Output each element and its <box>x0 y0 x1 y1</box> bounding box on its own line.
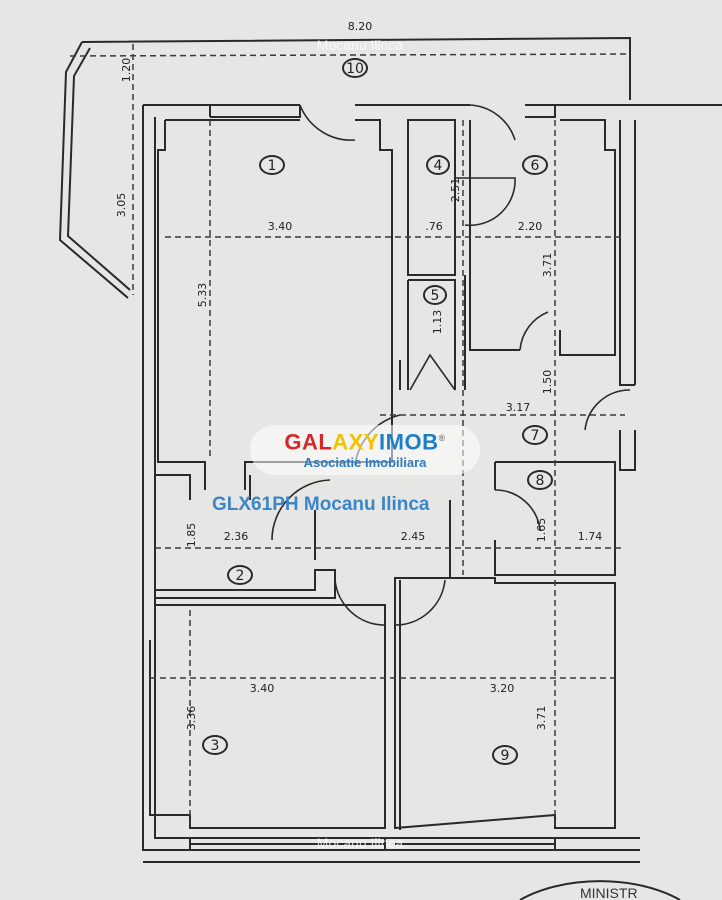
dim-label: 1.20 <box>120 58 133 83</box>
room-2-label: 2 <box>236 568 245 584</box>
dim-label: 3.05 <box>115 193 128 218</box>
balcony-outline <box>58 36 631 299</box>
logo-part: IMOB <box>379 429 439 455</box>
dimension-labels: 8.20 1.20 3.05 3.40 5.33 .76 2.51 1.13 2… <box>115 20 602 730</box>
dim-label: 3.40 <box>250 682 275 695</box>
window <box>189 105 556 850</box>
room-4-label: 4 <box>434 158 443 174</box>
dim-label: .76 <box>425 220 443 233</box>
room-2-walls <box>155 474 336 599</box>
dim-label: 3.20 <box>490 682 515 695</box>
dim-label: 3.71 <box>535 706 548 731</box>
room-4-5-walls <box>399 119 466 390</box>
logo-brand: GALAXYIMOB® <box>250 425 480 455</box>
dim-label: 3.40 <box>268 220 293 233</box>
room-3-walls <box>149 604 386 829</box>
dim-label: 2.51 <box>449 178 462 203</box>
room-9-walls <box>394 500 616 830</box>
watermark-top: Mocanu Ilinca <box>317 37 404 53</box>
room-5-circle <box>423 285 447 305</box>
room-4-circle <box>426 155 450 175</box>
logo-subtitle: Asociatie Imobiliara <box>303 455 427 471</box>
room-2-circle <box>227 565 253 585</box>
room-10-circle <box>342 58 368 78</box>
room-6-label: 6 <box>531 158 540 174</box>
dim-label: 2.20 <box>518 220 543 233</box>
dim-label: 3.17 <box>506 401 531 414</box>
dim-label: 3.36 <box>185 706 198 731</box>
room-1-label: 1 <box>268 158 277 174</box>
dim-label: 1.85 <box>185 523 198 548</box>
dimension-lines <box>150 120 625 830</box>
logo-part: AXY <box>332 429 380 455</box>
room-10-label: 10 <box>346 61 364 77</box>
room-5-label: 5 <box>431 288 440 304</box>
room-9-label: 9 <box>501 748 510 764</box>
room-9-circle <box>492 745 518 765</box>
room-1-circle <box>259 155 285 175</box>
galaxyimob-logo: GALAXYIMOB® Asociatie Imobiliara <box>250 425 480 475</box>
balcony-dim-line <box>69 44 629 295</box>
dim-label: 2.45 <box>401 530 426 543</box>
room-8-walls <box>494 461 616 576</box>
room-7-circle <box>522 425 548 445</box>
stamp-text: MINISTR <box>580 885 638 900</box>
logo-part: GAL <box>284 429 333 455</box>
outer-wall <box>142 104 722 863</box>
registered-mark: ® <box>438 433 446 443</box>
room-3-label: 3 <box>211 738 220 754</box>
room-8-circle <box>527 470 553 490</box>
room-6-circle <box>522 155 548 175</box>
dim-label: 8.20 <box>348 20 373 33</box>
dim-label: 3.71 <box>541 253 554 278</box>
agent-watermark: GLX61PH Mocanu Ilinca <box>212 494 430 515</box>
room-8-label: 8 <box>536 473 545 489</box>
dim-label: 1.74 <box>578 530 603 543</box>
dim-label: 5.33 <box>196 283 209 308</box>
room-6-walls <box>469 119 636 471</box>
stamp <box>519 880 681 900</box>
watermark-bottom: Mocanu Ilinca <box>317 835 404 851</box>
room-7-label: 7 <box>531 428 540 444</box>
room-labels: 10 1 4 6 5 7 8 2 3 9 <box>202 58 553 765</box>
dim-label: 1.13 <box>431 310 444 335</box>
room-3-circle <box>202 735 228 755</box>
dim-label: 2.36 <box>224 530 249 543</box>
dim-label: 1.50 <box>541 370 554 395</box>
dim-label: 1.65 <box>535 518 548 543</box>
room-1-walls <box>157 119 393 490</box>
